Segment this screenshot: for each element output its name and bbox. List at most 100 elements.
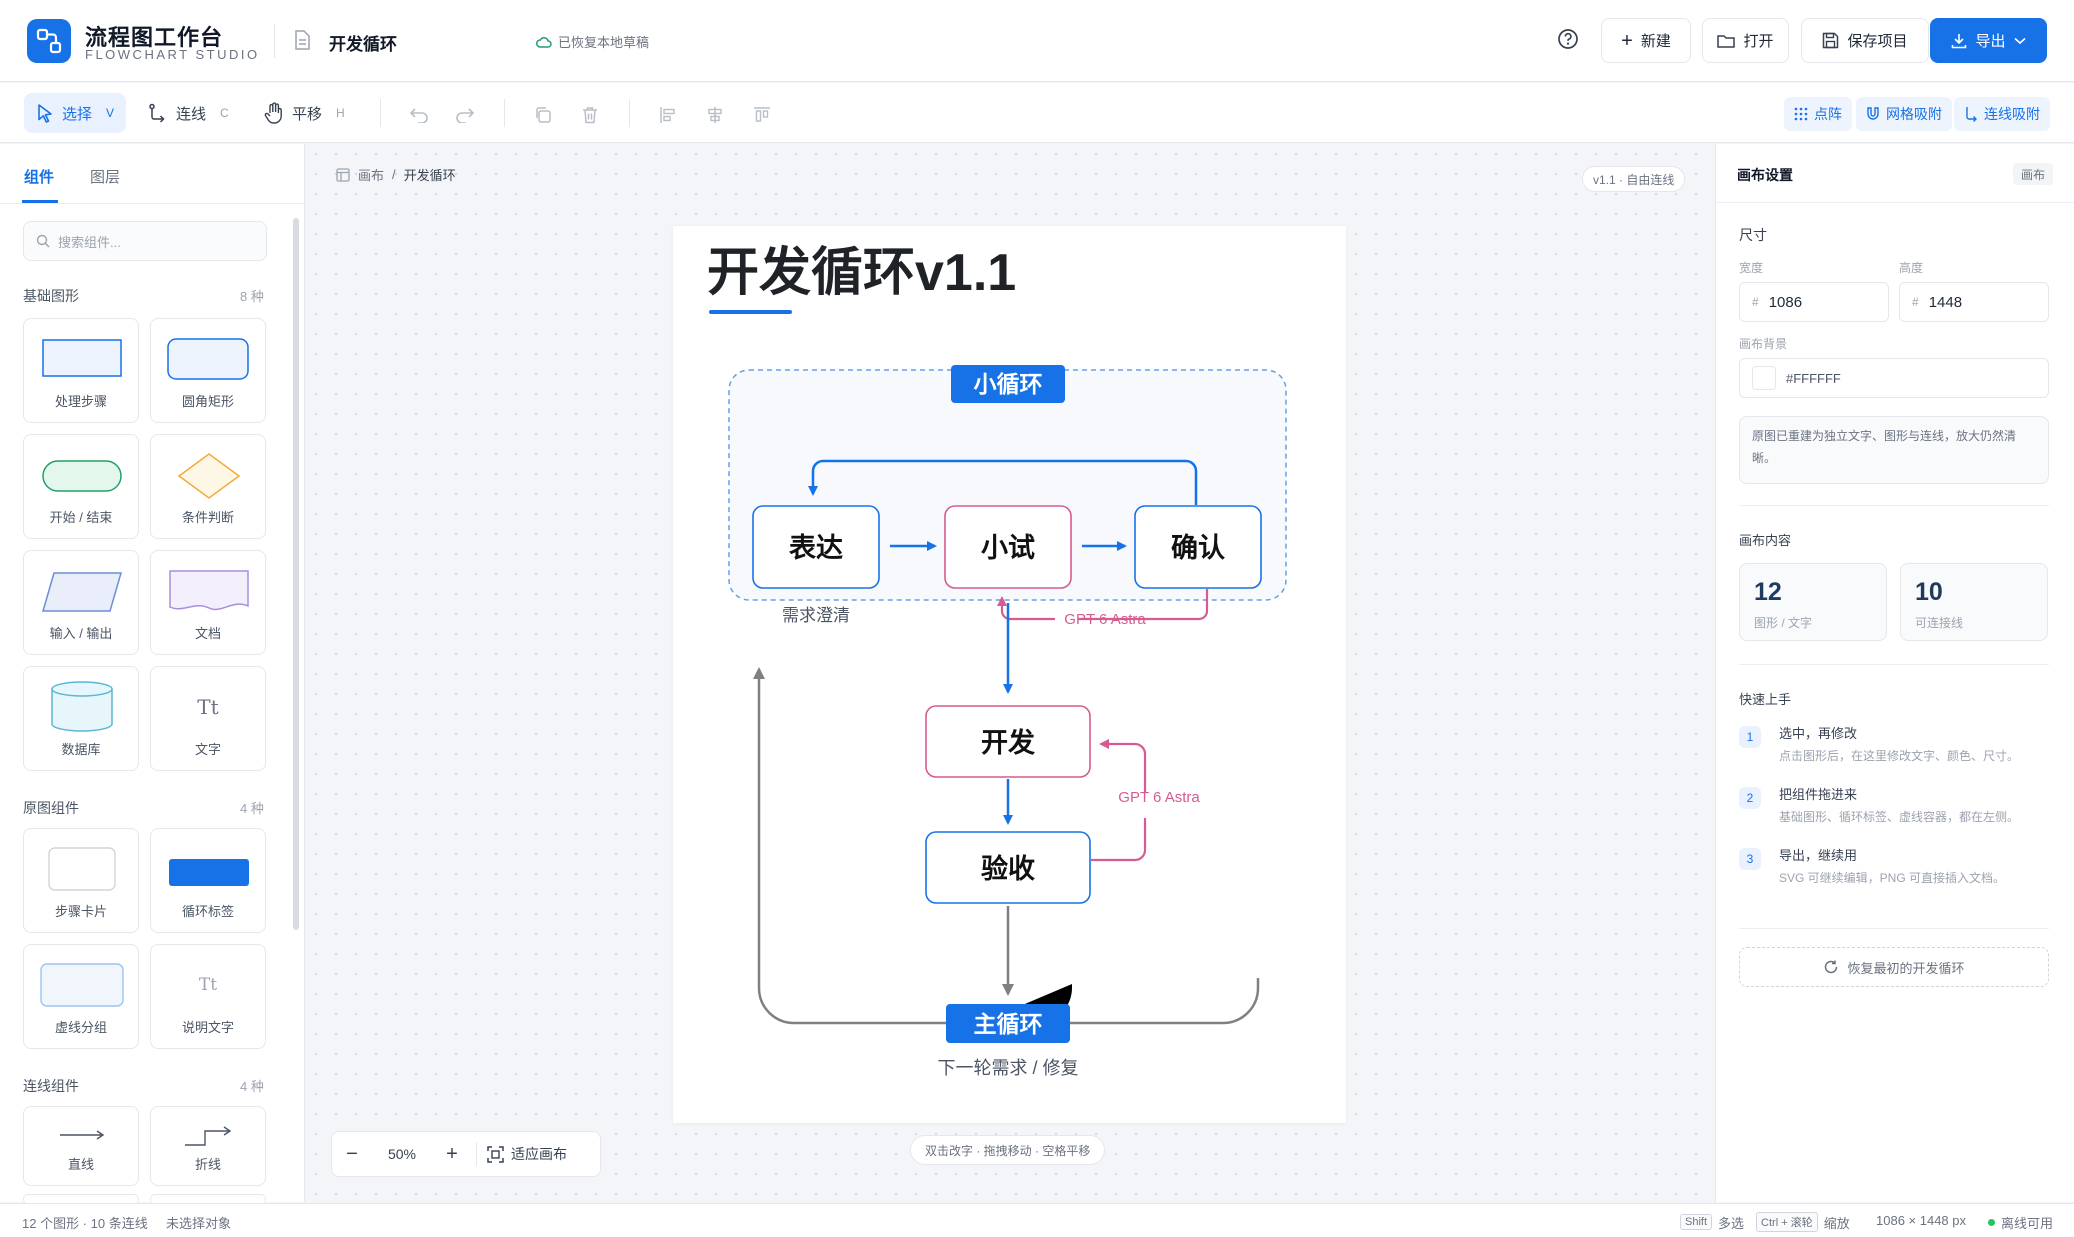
width-label: 宽度 bbox=[1739, 261, 1764, 275]
gpt-loop-2-arrow[interactable] bbox=[1099, 739, 1147, 793]
node-develop[interactable] bbox=[925, 705, 1091, 778]
canvas-page[interactable]: 开发循环v1.1 小循环 表达 小试 确认 需求澄清 GPT 6 Astra 开… bbox=[673, 226, 1346, 1123]
small-loop-label: 小循环 bbox=[974, 371, 1043, 397]
align-left-icon[interactable] bbox=[656, 103, 680, 127]
cursor-arrow-icon bbox=[38, 104, 52, 123]
offline-status: 离线可用 bbox=[1988, 1213, 2053, 1232]
tool-connect[interactable]: 连线 C bbox=[136, 93, 241, 133]
panel-tag: 画布 bbox=[2013, 163, 2054, 185]
tool-bar: 选择 V 连线 C 平移 H 点阵 网格吸附 连线吸 bbox=[0, 83, 2074, 143]
main-loop-tag[interactable] bbox=[946, 1004, 1070, 1043]
restore-button[interactable]: 恢复最初的开发循环 bbox=[1739, 947, 2049, 987]
redo-icon[interactable] bbox=[453, 103, 477, 127]
connector-snap-icon bbox=[1966, 107, 1977, 122]
component-search-input[interactable]: 搜索组件... bbox=[23, 221, 267, 261]
undo-icon[interactable] bbox=[407, 103, 431, 127]
shape-text[interactable]: Tt 文字 bbox=[150, 666, 266, 771]
tool-pan[interactable]: 平移 H bbox=[252, 93, 357, 133]
snap-dots-toggle[interactable]: 点阵 bbox=[1784, 97, 1852, 131]
small-loop-tag[interactable] bbox=[951, 365, 1065, 403]
tool-select[interactable]: 选择 V bbox=[24, 93, 127, 133]
connector-elbow[interactable]: 折线 bbox=[150, 1106, 266, 1186]
content-label: 画布内容 bbox=[1739, 533, 1792, 548]
component-loop-tag[interactable]: 循环标签 bbox=[150, 828, 266, 933]
help-icon[interactable] bbox=[1557, 28, 1579, 53]
gpt-loop-1-arrow[interactable] bbox=[997, 596, 1055, 621]
gpt-label-1[interactable]: GPT 6 Astra bbox=[1064, 611, 1146, 628]
shape-rounded-rect[interactable]: 圆角矩形 bbox=[150, 318, 266, 423]
status-bar: 12 个图形 · 10 条连线 未选择对象 Shift 多选 Ctrl + 滚轮… bbox=[0, 1203, 2074, 1237]
background-color-input[interactable]: #FFFFFF bbox=[1739, 358, 2049, 398]
zoom-in-button[interactable]: + bbox=[446, 1142, 458, 1165]
chevron-down-icon bbox=[2013, 37, 2026, 44]
component-dashed-group[interactable]: 虚线分组 bbox=[23, 944, 139, 1049]
app-title: 流程图工作台 bbox=[85, 25, 224, 50]
save-project-button[interactable]: 保存项目 bbox=[1801, 18, 1929, 63]
export-button[interactable]: 导出 bbox=[1930, 18, 2047, 63]
status-selection: 未选择对象 bbox=[166, 1216, 232, 1231]
gpt-loop-2-line[interactable] bbox=[1091, 818, 1147, 862]
main-loop-back-arrow[interactable] bbox=[753, 667, 946, 1025]
shape-document[interactable]: 文档 bbox=[150, 550, 266, 655]
gpt-label-2[interactable]: GPT 6 Astra bbox=[1118, 789, 1200, 806]
flow-logo-icon bbox=[36, 28, 62, 54]
stat-connectors: 10 可连接线 bbox=[1900, 563, 2048, 641]
fit-canvas-button[interactable]: 适应画布 bbox=[487, 1144, 567, 1164]
refresh-icon bbox=[1825, 960, 1838, 974]
flowchart-diagram[interactable]: 开发循环v1.1 小循环 表达 小试 确认 需求澄清 GPT 6 Astra 开… bbox=[673, 226, 1346, 1123]
text-glyph-icon: Tt bbox=[197, 695, 219, 719]
gpt-loop-1-line[interactable] bbox=[1078, 589, 1209, 621]
node-confirm[interactable] bbox=[1134, 505, 1262, 589]
loop-back-arrow[interactable] bbox=[808, 459, 1198, 505]
requirement-note[interactable]: 需求澄清 bbox=[782, 606, 850, 625]
width-input[interactable]: # 1086 bbox=[1739, 282, 1889, 322]
divider bbox=[629, 99, 630, 127]
connector-card-partial[interactable] bbox=[23, 1194, 139, 1204]
section-count: 4 种 bbox=[240, 801, 264, 816]
color-swatch[interactable] bbox=[1752, 366, 1776, 390]
node-try-label: 小试 bbox=[981, 533, 1035, 563]
zoom-out-button[interactable]: − bbox=[346, 1142, 358, 1165]
snap-line-toggle[interactable]: 连线吸附 bbox=[1954, 97, 2050, 131]
tab-components[interactable]: 组件 bbox=[24, 169, 55, 186]
component-caption-text[interactable]: Tt 说明文字 bbox=[150, 944, 266, 1049]
node-accept[interactable] bbox=[925, 831, 1091, 904]
next-round-note[interactable]: 下一轮需求 / 修复 bbox=[937, 1058, 1078, 1078]
ctrl-wheel-key: Ctrl + 滚轮 bbox=[1756, 1212, 1818, 1232]
shape-terminal[interactable]: 开始 / 结束 bbox=[23, 434, 139, 539]
diagram-title[interactable]: 开发循环v1.1 bbox=[707, 244, 1016, 302]
snap-grid-toggle[interactable]: 网格吸附 bbox=[1856, 97, 1952, 131]
section-title: 原图组件 bbox=[23, 800, 79, 816]
align-center-icon[interactable] bbox=[703, 103, 727, 127]
step-description: SVG 可继续编辑，PNG 可直接插入文档。 bbox=[1779, 871, 2006, 885]
step-title: 导出，继续用 bbox=[1779, 848, 1858, 863]
step-number: 1 bbox=[1739, 726, 1761, 748]
plus-icon: + bbox=[1621, 29, 1633, 52]
divider bbox=[1739, 664, 2049, 665]
align-top-icon[interactable] bbox=[750, 103, 774, 127]
shape-process[interactable]: 处理步骤 bbox=[23, 318, 139, 423]
main-loop-right-line[interactable] bbox=[1070, 978, 1260, 1025]
connector-straight[interactable]: 直线 bbox=[23, 1106, 139, 1186]
shape-decision[interactable]: 条件判断 bbox=[150, 434, 266, 539]
connector-card-partial[interactable] bbox=[150, 1194, 266, 1204]
node-express[interactable] bbox=[752, 505, 880, 589]
height-label: 高度 bbox=[1899, 261, 1924, 275]
shape-database[interactable]: 数据库 bbox=[23, 666, 139, 771]
tab-layers[interactable]: 图层 bbox=[90, 169, 121, 186]
divider bbox=[476, 1142, 477, 1166]
breadcrumb-canvas[interactable]: 画布 bbox=[358, 168, 385, 183]
trash-icon[interactable] bbox=[578, 103, 602, 127]
node-try[interactable] bbox=[944, 505, 1072, 589]
open-button[interactable]: 打开 bbox=[1702, 18, 1789, 63]
new-button[interactable]: + 新建 bbox=[1601, 18, 1691, 63]
divider bbox=[380, 99, 381, 127]
title-underline bbox=[709, 310, 792, 314]
shape-io[interactable]: 输入 / 输出 bbox=[23, 550, 139, 655]
panel-scrollbar[interactable] bbox=[293, 218, 299, 930]
hand-icon bbox=[264, 102, 282, 124]
document-name[interactable]: 开发循环 bbox=[329, 35, 397, 54]
height-input[interactable]: # 1448 bbox=[1899, 282, 2049, 322]
duplicate-icon[interactable] bbox=[531, 103, 555, 127]
component-step-card[interactable]: 步骤卡片 bbox=[23, 828, 139, 933]
